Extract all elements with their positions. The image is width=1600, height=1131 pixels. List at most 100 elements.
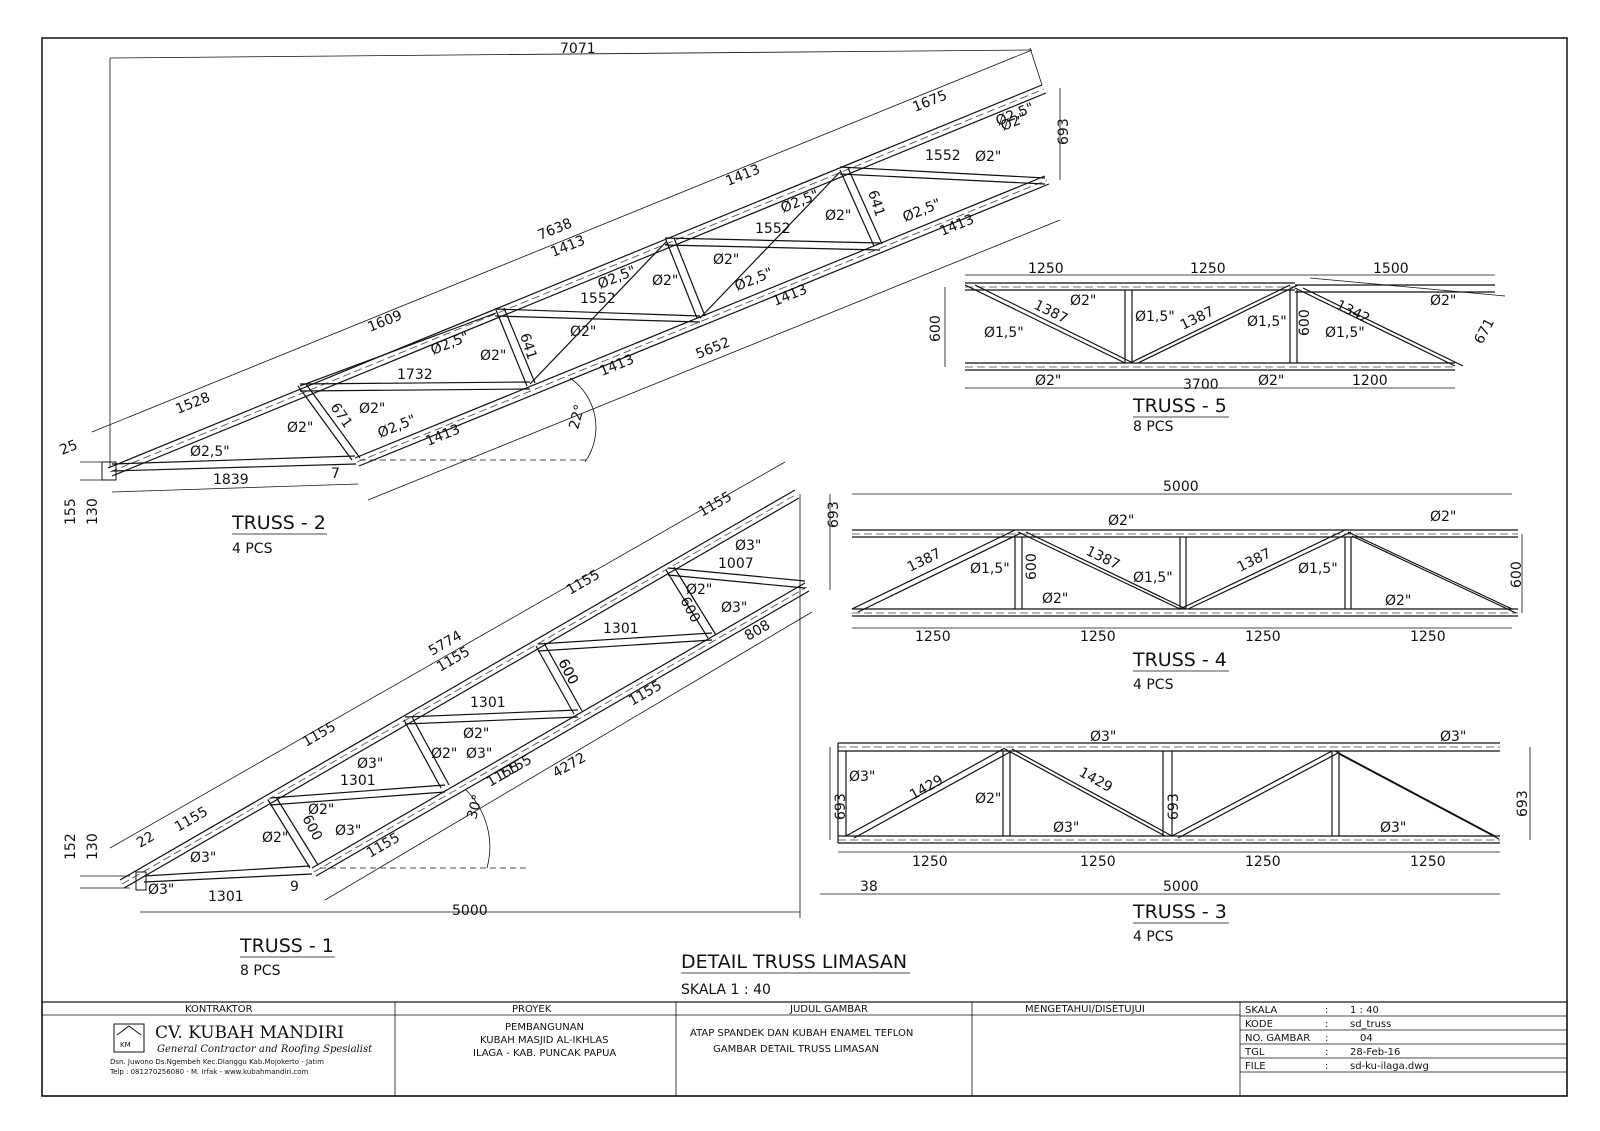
kontraktor-header: KONTRAKTOR (185, 1004, 253, 1015)
truss-2-qty: 4 PCS (232, 541, 273, 557)
dim-label: Ø2" (1385, 593, 1411, 609)
dim-label: Ø2,5" (779, 187, 822, 217)
truss-4-drawing (851, 493, 1523, 629)
dim-label: Ø3" (849, 769, 875, 785)
dim-label: 693 (1515, 790, 1531, 817)
dim-label: 1500 (1373, 261, 1409, 277)
truss-1-labels: 5774 1155 1155 1155 1155 1155 22 1155 11… (63, 489, 842, 919)
dim-label: Ø2,5" (733, 265, 776, 295)
truss-3-qty: 4 PCS (1133, 929, 1174, 945)
dim-label: Ø3" (1090, 729, 1116, 745)
dim-label: 671 (327, 400, 355, 431)
info-table: SKALA : 1 : 40 KODE : sd_truss NO. GAMBA… (1244, 1005, 1429, 1072)
dim-label: 1609 (366, 308, 405, 336)
logo-text: KM (120, 1041, 131, 1049)
dim-label: 5000 (1163, 479, 1199, 495)
dim-label: Ø2" (1042, 591, 1068, 607)
dim-label: Ø2" (1070, 293, 1096, 309)
dim-label: Ø2" (431, 746, 457, 762)
dim-label: 5652 (694, 335, 733, 363)
dim-label: 1007 (718, 556, 754, 572)
dim-label: Ø2" (308, 802, 334, 818)
dim-label: Ø2" (1258, 373, 1284, 389)
dim-label: Ø3" (1440, 729, 1466, 745)
dim-label: 693 (826, 501, 842, 528)
info-value: 1 : 40 (1350, 1005, 1379, 1016)
info-value: 28-Feb-16 (1350, 1047, 1400, 1058)
dim-label: 600 (1024, 553, 1040, 580)
dim-label: 1250 (1410, 854, 1446, 870)
dim-label: 1301 (208, 889, 244, 905)
truss-1-qty: 8 PCS (240, 963, 281, 979)
dim-label: 1301 (470, 695, 506, 711)
dim-label: 641 (516, 331, 539, 361)
company-logo-icon (113, 1023, 145, 1053)
dim-label: 155 (63, 498, 79, 525)
dim-label: Ø2" (287, 420, 313, 436)
dim-label: 600 (554, 656, 581, 687)
info-value: sd-ku-ilaga.dwg (1350, 1061, 1429, 1072)
dim-label: 1250 (1410, 629, 1446, 645)
dim-label: Ø1,5" (1325, 325, 1365, 341)
info-sep: : (1325, 1019, 1328, 1030)
judul-line: GAMBAR DETAIL TRUSS LIMASAN (713, 1044, 879, 1055)
dim-label: Ø2" (480, 348, 506, 364)
dim-label: 38 (860, 879, 878, 895)
info-sep: : (1325, 1033, 1328, 1044)
dim-label: Ø2" (825, 208, 851, 224)
dim-label: 600 (676, 594, 703, 625)
truss-2-labels: 7071 7638 1675 1413 1413 1609 1528 693 2… (58, 41, 1072, 525)
truss-3-title: TRUSS - 3 (1132, 901, 1227, 923)
truss-3-drawing (820, 742, 1531, 895)
proyek-line: PEMBANGUNAN (505, 1022, 584, 1033)
dim-label: 1250 (1245, 854, 1281, 870)
truss-5-qty: 8 PCS (1133, 419, 1174, 435)
dim-label: Ø3" (1380, 820, 1406, 836)
dim-label: Ø2" (1035, 373, 1061, 389)
dim-label: Ø3" (357, 756, 383, 772)
judul-header: JUDUL GAMBAR (789, 1004, 868, 1015)
dim-label: 1155 (484, 759, 523, 791)
dim-label: 1552 (755, 221, 791, 237)
dim-label: 1250 (1080, 854, 1116, 870)
dim-label: Ø2" (463, 726, 489, 742)
dim-label: 1387 (905, 546, 944, 576)
dim-label: Ø2,5" (596, 263, 639, 293)
dim-label: 1155 (300, 719, 339, 751)
drawing-title: DETAIL TRUSS LIMASAN (681, 951, 907, 973)
dim-label: Ø1,5" (1135, 309, 1175, 325)
dim-label: Ø2" (975, 149, 1001, 165)
dim-label: 1732 (397, 367, 433, 383)
dim-label: Ø2" (1108, 513, 1134, 529)
dim-label: 25 (58, 437, 81, 459)
dim-label: Ø2" (262, 830, 288, 846)
dim-label: 1155 (696, 489, 735, 521)
dim-label: 130 (85, 833, 101, 860)
dim-label: Ø3" (466, 746, 492, 762)
company-contact: Telp : 081270256080 - M. Irfak - www.kub… (109, 1068, 309, 1076)
dim-label: 9 (290, 879, 299, 895)
dim-label: Ø3" (335, 823, 361, 839)
dim-label: 1528 (174, 390, 213, 418)
dim-label: 1413 (938, 212, 977, 240)
dim-label: 1200 (1352, 373, 1388, 389)
dim-label: 1342 (1333, 297, 1372, 327)
info-sep: : (1325, 1047, 1328, 1058)
truss-2-drawing (80, 47, 1061, 501)
title-block: KM (41, 1001, 1568, 1097)
judul-line: ATAP SPANDEK DAN KUBAH ENAMEL TEFLON (690, 1028, 913, 1039)
dim-label: Ø2,5" (901, 196, 944, 226)
dim-label: 693 (1166, 793, 1182, 820)
dim-label: Ø2" (652, 273, 678, 289)
dim-label: 1413 (424, 422, 463, 450)
dim-label: 5000 (452, 903, 488, 919)
dim-label: 1250 (1028, 261, 1064, 277)
dim-label: Ø2" (975, 791, 1001, 807)
info-sep: : (1325, 1005, 1328, 1016)
truss-1-title: TRUSS - 1 (239, 935, 334, 957)
dim-label: 1301 (340, 773, 376, 789)
dim-label: 1250 (1080, 629, 1116, 645)
dim-label: 1301 (603, 621, 639, 637)
dim-label: 1552 (580, 291, 616, 307)
dim-label: Ø1,5" (984, 325, 1024, 341)
